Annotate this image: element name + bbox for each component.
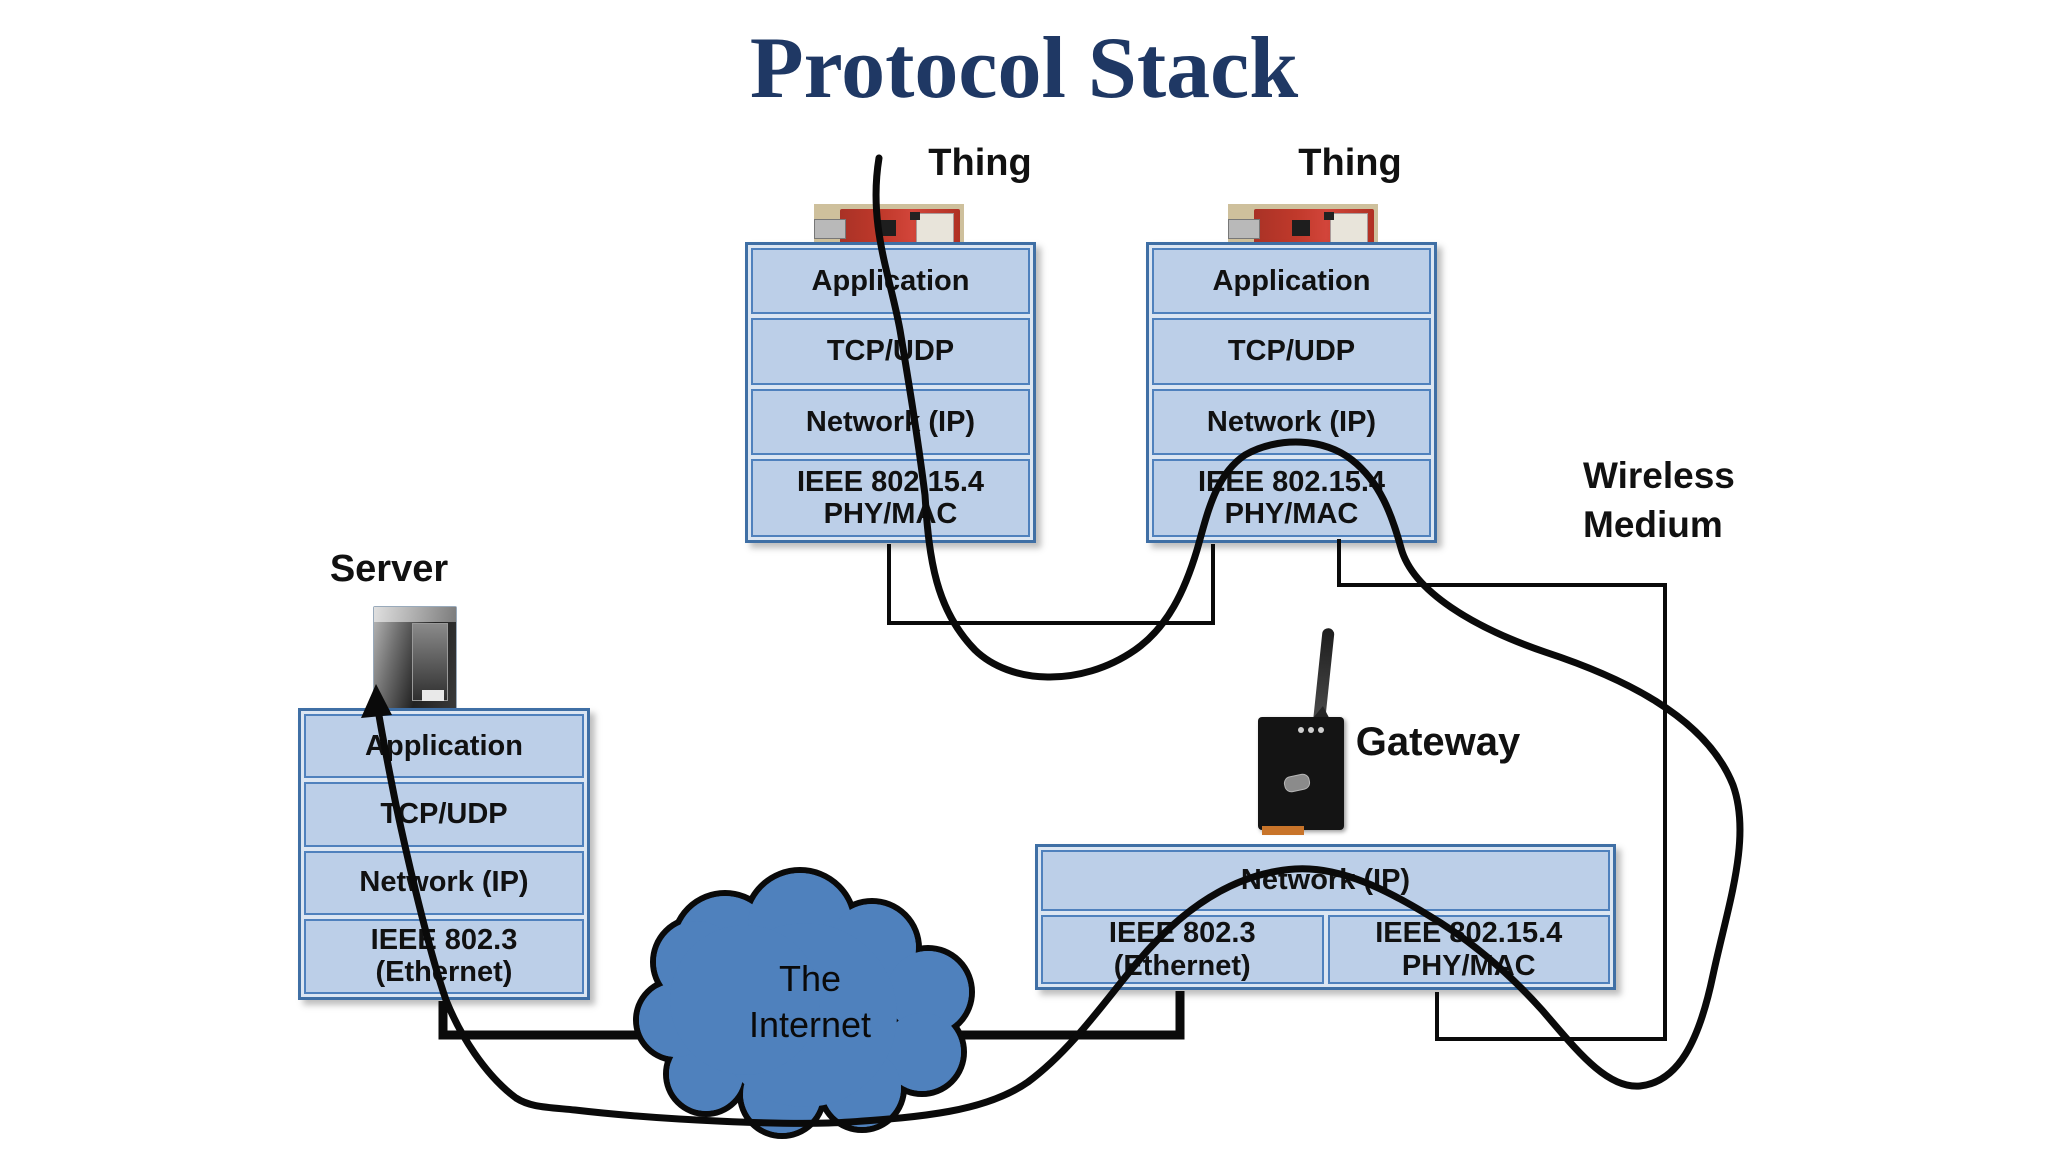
thing2-label: Thing bbox=[1298, 142, 1402, 184]
thing2-stack: Application TCP/UDP Network (IP) IEEE 80… bbox=[1146, 242, 1437, 543]
thing1-layer-transport: TCP/UDP bbox=[751, 318, 1030, 385]
server-layer-ethernet: IEEE 802.3 (Ethernet) bbox=[304, 918, 584, 994]
usb-connector bbox=[1228, 219, 1260, 239]
thing2-layer-phy: IEEE 802.15.4 PHY/MAC bbox=[1152, 459, 1431, 537]
thing1-label: Thing bbox=[928, 142, 1032, 184]
internet-cloud-label: The Internet bbox=[748, 958, 872, 1046]
tower-drive-slot bbox=[422, 690, 444, 701]
server-stack: Application TCP/UDP Network (IP) IEEE 80… bbox=[298, 708, 590, 1000]
antenna-icon bbox=[1313, 627, 1335, 721]
chip bbox=[1292, 220, 1310, 236]
thing2-layer-application: Application bbox=[1152, 248, 1431, 315]
gateway-layer-network: Network (IP) bbox=[1041, 850, 1610, 912]
gateway-box bbox=[1258, 717, 1344, 835]
server-label: Server bbox=[329, 548, 449, 590]
radio-module bbox=[1330, 213, 1368, 245]
usb-connector bbox=[814, 219, 846, 239]
thing1-layer-application: Application bbox=[751, 248, 1030, 315]
gateway-device-image bbox=[1252, 626, 1362, 836]
radio-module bbox=[916, 213, 954, 245]
wireless-link-thing1-thing2 bbox=[887, 544, 1215, 625]
server-layer-transport: TCP/UDP bbox=[304, 782, 584, 847]
thing1-layer-phy: IEEE 802.15.4 PHY/MAC bbox=[751, 459, 1030, 537]
chip-small bbox=[1324, 212, 1334, 220]
serial-port bbox=[1282, 772, 1312, 794]
gateway-link-layer-row: IEEE 802.3 (Ethernet) IEEE 802.15.4 PHY/… bbox=[1041, 915, 1610, 984]
mount-rail bbox=[1262, 826, 1304, 835]
gateway-layer-ethernet: IEEE 802.3 (Ethernet) bbox=[1041, 915, 1324, 984]
server-tower-image bbox=[373, 606, 457, 710]
thing2-layer-network: Network (IP) bbox=[1152, 388, 1431, 456]
thing2-layer-transport: TCP/UDP bbox=[1152, 318, 1431, 385]
page-title: Protocol Stack bbox=[749, 20, 1299, 117]
led-indicators bbox=[1298, 727, 1324, 733]
server-layer-network: Network (IP) bbox=[304, 850, 584, 915]
thing1-stack: Application TCP/UDP Network (IP) IEEE 80… bbox=[745, 242, 1036, 543]
gateway-layer-phy: IEEE 802.15.4 PHY/MAC bbox=[1327, 915, 1610, 984]
tower-top-face bbox=[374, 607, 456, 622]
chip-small bbox=[910, 212, 920, 220]
wireless-medium-label: Wireless Medium bbox=[1583, 455, 1735, 545]
gateway-stack: Network (IP) IEEE 802.3 (Ethernet) IEEE … bbox=[1035, 844, 1616, 990]
thing1-layer-network: Network (IP) bbox=[751, 388, 1030, 456]
gateway-label: Gateway bbox=[1355, 720, 1521, 764]
server-layer-application: Application bbox=[304, 714, 584, 779]
chip bbox=[878, 220, 896, 236]
